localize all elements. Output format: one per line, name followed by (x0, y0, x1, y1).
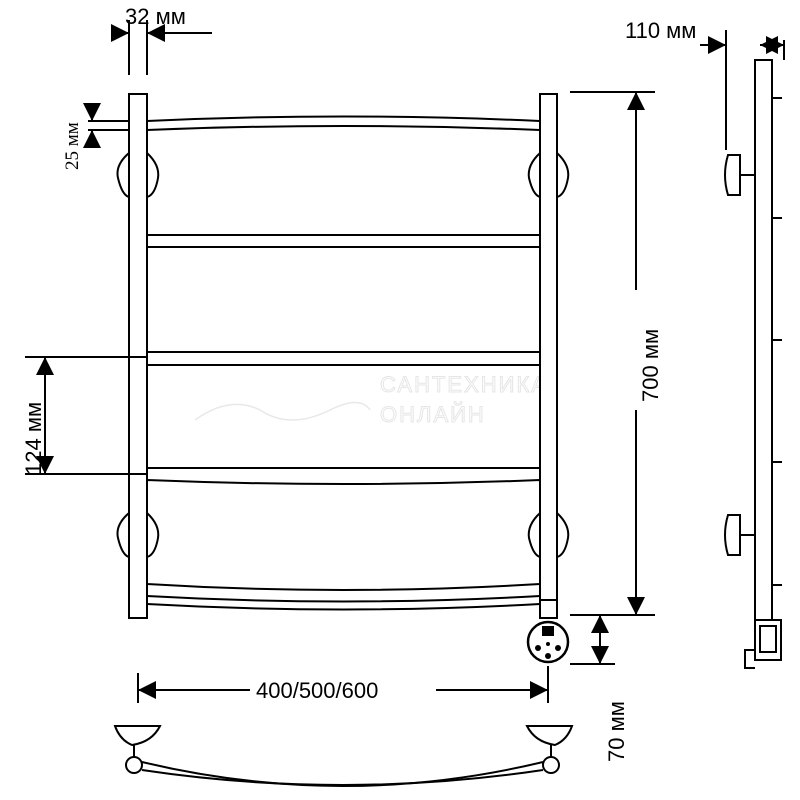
wall-mount-top-right (527, 152, 570, 198)
rung-section-2 (146, 246, 541, 353)
watermark: САНТЕХНИКА ОНЛАЙН (194, 372, 548, 428)
rung-bottom (146, 595, 541, 611)
wall-mount-top-left (116, 152, 160, 198)
heater-connector (539, 599, 558, 619)
rung-section-4 (146, 478, 541, 591)
dim-pipe-diameter-label: 32 мм (125, 4, 186, 29)
wall-mount-bottom-right (527, 512, 570, 558)
dim-rung-spacing: 124 мм (21, 356, 147, 475)
side-view-bracket-top (724, 154, 755, 196)
dim-width: 400/500/600 (137, 666, 549, 703)
front-view (116, 93, 570, 664)
top-view-right-mount (525, 725, 574, 747)
dim-rung-diameter-label: 25 мм (62, 122, 83, 170)
watermark-line2: ОНЛАЙН (380, 402, 486, 427)
top-view-rung-inner (141, 769, 544, 786)
top-view-left-mount (113, 725, 162, 747)
dim-pipe-diameter: 32 мм (111, 4, 212, 75)
rung-top (146, 115, 541, 131)
dim-wall-offset-label: 110 мм (625, 18, 696, 43)
wall-mount-bottom-left (116, 512, 160, 558)
dim-rung-spacing-label: 124 мм (21, 402, 46, 475)
dim-width-label: 400/500/600 (256, 678, 378, 703)
rung-section-1 (146, 130, 541, 236)
dim-height: 700 мм (570, 91, 663, 616)
top-view-rung-outer (141, 761, 544, 787)
dim-bottom-outlet: 70 мм (570, 615, 629, 762)
side-view-cable (744, 649, 755, 669)
dim-rung-diameter: 25 мм (62, 103, 129, 170)
dim-bottom-outlet-label: 70 мм (604, 701, 629, 762)
heater-knob (526, 620, 570, 664)
side-view-tube (754, 59, 773, 621)
rung-section-3 (146, 364, 541, 469)
right-post (539, 93, 558, 615)
top-view (113, 725, 574, 787)
watermark-line1: САНТЕХНИКА (380, 372, 548, 397)
side-view-bracket-bottom (724, 514, 755, 556)
top-view-right-post (542, 756, 560, 774)
side-view (724, 59, 782, 669)
top-view-left-post (125, 756, 143, 774)
dim-wall-offset: 110 мм (625, 18, 785, 150)
dim-height-label: 700 мм (638, 329, 663, 402)
